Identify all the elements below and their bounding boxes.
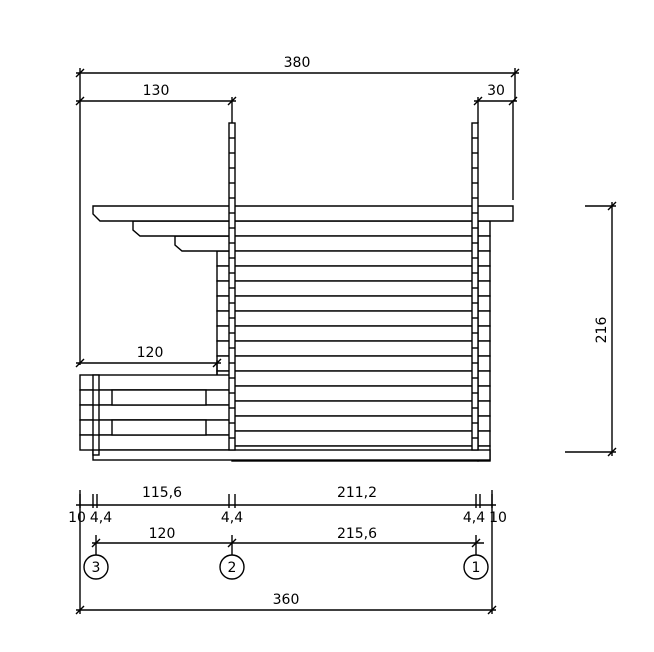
wall-board: [231, 265, 479, 282]
dim-tick: [607, 447, 617, 457]
wall-board: [231, 415, 479, 432]
dim-overall-base: 360: [273, 592, 300, 608]
bench-board: [79, 404, 233, 421]
wall-board-end: [477, 220, 491, 237]
wall-board-end: [477, 430, 491, 447]
wall-board: [231, 340, 479, 357]
dim-tick: [91, 538, 101, 548]
wall-board-end: [477, 340, 491, 357]
wall-board: [231, 370, 479, 387]
wall-board: [231, 430, 479, 447]
dim-4-4-middle: 4,4: [221, 510, 243, 526]
dim-tick: [607, 201, 617, 211]
wall-board: [231, 385, 479, 402]
axis-marker-3: 3: [83, 554, 109, 580]
dim-overall-width: 380: [284, 55, 311, 71]
svg-text:3: 3: [92, 560, 101, 576]
wall-board: [231, 280, 479, 297]
wall-board-end: [477, 355, 491, 372]
dim-bench-width: 120: [137, 345, 164, 361]
dim-10-right: 10: [489, 510, 507, 526]
dim-height: 216: [594, 317, 610, 344]
roof-step-board: [132, 220, 233, 237]
wall-board-end: [477, 235, 491, 252]
wall-board-end: [477, 385, 491, 402]
axis-marker-2: 2: [219, 554, 245, 580]
dim-right-overhang: 30: [487, 83, 505, 99]
dim-tick: [471, 538, 481, 548]
wall-board: [231, 325, 479, 342]
wall-board: [231, 250, 479, 267]
dim-211-2: 211,2: [337, 485, 377, 501]
wall-board-end: [477, 415, 491, 432]
building-elevation: [79, 122, 514, 462]
wall-board-end: [477, 250, 491, 267]
roof-step-board: [174, 235, 233, 252]
wall-board-end: [477, 310, 491, 327]
svg-text:2: 2: [228, 560, 237, 576]
wall-board: [231, 400, 479, 417]
base-sill: [92, 449, 491, 461]
wall-board: [231, 310, 479, 327]
dim-axis-120: 120: [149, 526, 176, 542]
post: [92, 374, 100, 456]
post: [471, 122, 479, 451]
wall-board-end: [477, 280, 491, 297]
post: [228, 122, 236, 451]
wall-board-end: [477, 400, 491, 417]
bench-panel: [111, 419, 207, 436]
bench-panel: [111, 389, 207, 406]
dim-axis-215-6: 215,6: [337, 526, 377, 542]
wall-board-end: [477, 325, 491, 342]
roof-top-board: [92, 205, 514, 222]
bench-board: [79, 374, 233, 391]
wall-board-end: [477, 295, 491, 312]
dim-4-4-left: 4,4: [90, 510, 112, 526]
dim-4-4-right: 4,4: [463, 510, 485, 526]
dim-left-overhang: 130: [143, 83, 170, 99]
dim-tick: [227, 538, 237, 548]
wall-board-end: [477, 265, 491, 282]
wall-board: [231, 235, 479, 252]
bench-board: [79, 434, 233, 451]
axis-marker-1: 1: [463, 554, 489, 580]
svg-text:1: 1: [472, 560, 481, 576]
dimension-lines: [75, 68, 617, 615]
dim-10-left: 10: [68, 510, 86, 526]
wall-board: [231, 295, 479, 312]
wall-board: [231, 220, 479, 237]
wall-board: [231, 355, 479, 372]
dim-115-6: 115,6: [142, 485, 182, 501]
wall-board-end: [477, 370, 491, 387]
